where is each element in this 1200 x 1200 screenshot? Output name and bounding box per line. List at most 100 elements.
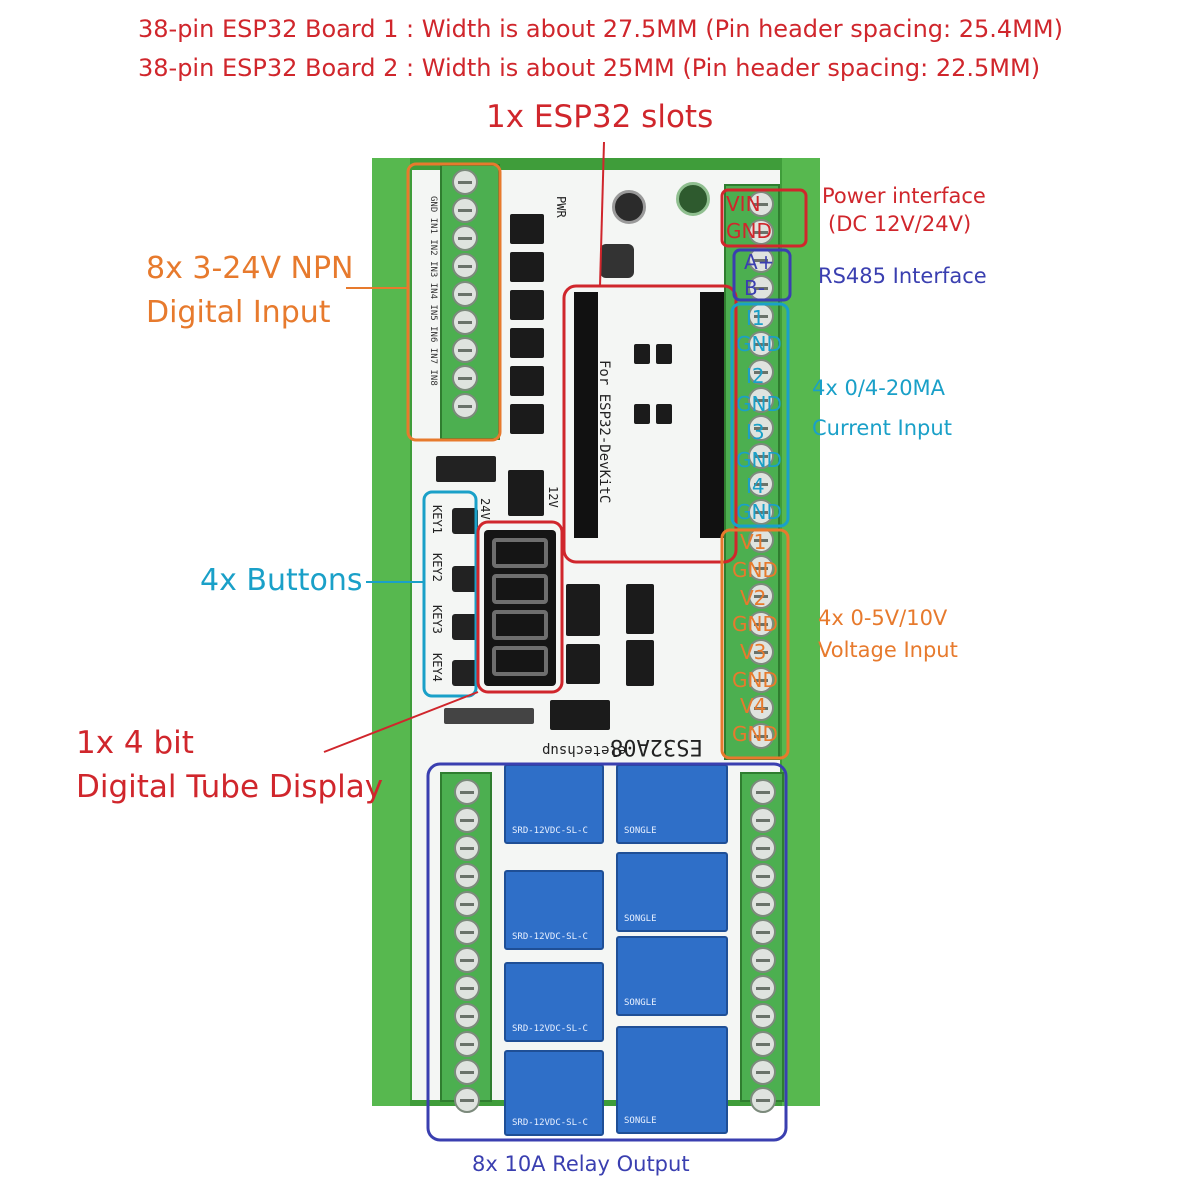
relay-left-screw-column: [454, 778, 480, 1114]
relay-brand: SONGLE: [624, 826, 657, 836]
key-button[interactable]: [452, 508, 478, 534]
terminal-screw: [452, 281, 478, 307]
terminal-screw: [452, 225, 478, 251]
terminal-screw: [454, 863, 480, 889]
terminal-screw: [748, 611, 774, 637]
terminal-screw: [452, 337, 478, 363]
terminal-screw: [748, 191, 774, 217]
relay: SRD-12VDC-SL-C: [504, 870, 604, 950]
terminal-screw: [748, 639, 774, 665]
terminal-screw: [454, 919, 480, 945]
terminal-screw: [750, 1087, 776, 1113]
terminal-screw: [454, 1031, 480, 1057]
input-pin-label: IN3: [428, 261, 438, 278]
terminal-screw: [750, 919, 776, 945]
buttons-label: 4x Buttons: [200, 563, 363, 598]
input-pin-label: IN4: [428, 282, 438, 300]
display-box: [476, 520, 564, 694]
pin-label-i4: I4: [746, 474, 765, 498]
terminal-screw: [454, 807, 480, 833]
pin-label-v1: V1: [740, 530, 767, 554]
input-pin-label: IN7: [428, 347, 438, 365]
esp32-slot-box: [562, 284, 738, 564]
terminal-screw: [750, 947, 776, 973]
pin-label-a: A+: [744, 250, 775, 274]
led-array: [444, 708, 534, 724]
relay-output-box: [426, 762, 788, 1142]
optocoupler: [510, 252, 544, 282]
terminal-screw: [454, 975, 480, 1001]
key-button[interactable]: [452, 614, 478, 640]
jumper-header: [436, 456, 496, 482]
terminal-screw: [750, 863, 776, 889]
terminal-screw: [748, 219, 774, 245]
right-screw-column: [748, 190, 774, 750]
segment-digit: [492, 574, 548, 604]
terminal-screw: [748, 387, 774, 413]
terminal-screw: [750, 1003, 776, 1029]
relay-model: SRD-12VDC-SL-C: [512, 1024, 588, 1034]
terminal-screw: [748, 583, 774, 609]
pin-label-gnd: GND: [732, 558, 778, 582]
transistor: [656, 344, 672, 364]
relay-brand: SONGLE: [624, 1116, 657, 1126]
relay: SONGLE: [616, 936, 728, 1016]
transistor: [656, 404, 672, 424]
pin-label-gnd: GND: [732, 668, 778, 692]
inductor: [600, 244, 634, 278]
pin-label-i1: I1: [746, 306, 765, 330]
key-button[interactable]: [452, 660, 478, 686]
display-label-1: 1x 4 bit: [76, 725, 194, 761]
relay: SRD-12VDC-SL-C: [504, 962, 604, 1042]
digital-input-box: [406, 162, 502, 442]
terminal-screw: [452, 253, 478, 279]
ic-chip: [566, 644, 600, 684]
digital-input-label-1: 8x 3-24V NPN: [146, 251, 354, 286]
pin-label-gnd: GND: [736, 392, 782, 416]
relay-model: SRD-12VDC-SL-C: [512, 932, 588, 942]
terminal-screw: [748, 499, 774, 525]
terminal-screw: [750, 807, 776, 833]
key-button[interactable]: [452, 566, 478, 592]
terminal-screw: [454, 891, 480, 917]
transistor: [634, 344, 650, 364]
terminal-screw: [454, 1059, 480, 1085]
power-label-2: (DC 12V/24V): [828, 212, 972, 236]
input-pin-label: IN8: [428, 369, 438, 386]
terminal-screw: [454, 1003, 480, 1029]
terminal-screw: [750, 835, 776, 861]
capacitor: [676, 182, 710, 216]
key-label-2: KEY2: [430, 553, 444, 582]
pin-label-gnd: GND: [726, 219, 772, 243]
display-leader: [323, 691, 479, 753]
pin-label-gnd: GND: [736, 332, 782, 356]
current-label-2: Current Input: [812, 416, 952, 440]
display-label-2: Digital Tube Display: [76, 769, 384, 805]
voltage-label-1: 4x 0-5V/10V: [818, 606, 948, 630]
pin-label-gnd: GND: [736, 500, 782, 524]
terminal-screw: [750, 779, 776, 805]
ic-chip: [626, 640, 654, 686]
ic-chip: [626, 584, 654, 634]
segment-digit: [492, 646, 548, 676]
input-screw-column: [452, 168, 478, 420]
header-line-1: 38-pin ESP32 Board 1 : Width is about 27…: [138, 15, 1063, 43]
buttons-box: [422, 490, 478, 698]
optocoupler: [510, 328, 544, 358]
terminal-screw: [452, 169, 478, 195]
key-label-1: KEY1: [430, 505, 444, 534]
input-pin-labels: GND IN1 IN2 IN3 IN4 IN5 IN6 IN7 IN8: [422, 196, 438, 426]
optocoupler: [510, 214, 544, 244]
terminal-screw: [454, 947, 480, 973]
relay-model: SRD-12VDC-SL-C: [512, 1118, 588, 1128]
input-pin-label: IN2: [428, 239, 438, 256]
digital-input-label-2: Digital Input: [146, 295, 331, 330]
relay: SRD-12VDC-SL-C: [504, 1050, 604, 1136]
pin-label-vin: VIN: [726, 192, 761, 216]
ic-chip: [566, 584, 600, 636]
terminal-screw: [748, 415, 774, 441]
terminal-screw: [748, 303, 774, 329]
voltage-input-box: [720, 528, 790, 760]
segment-digit: [492, 610, 548, 640]
